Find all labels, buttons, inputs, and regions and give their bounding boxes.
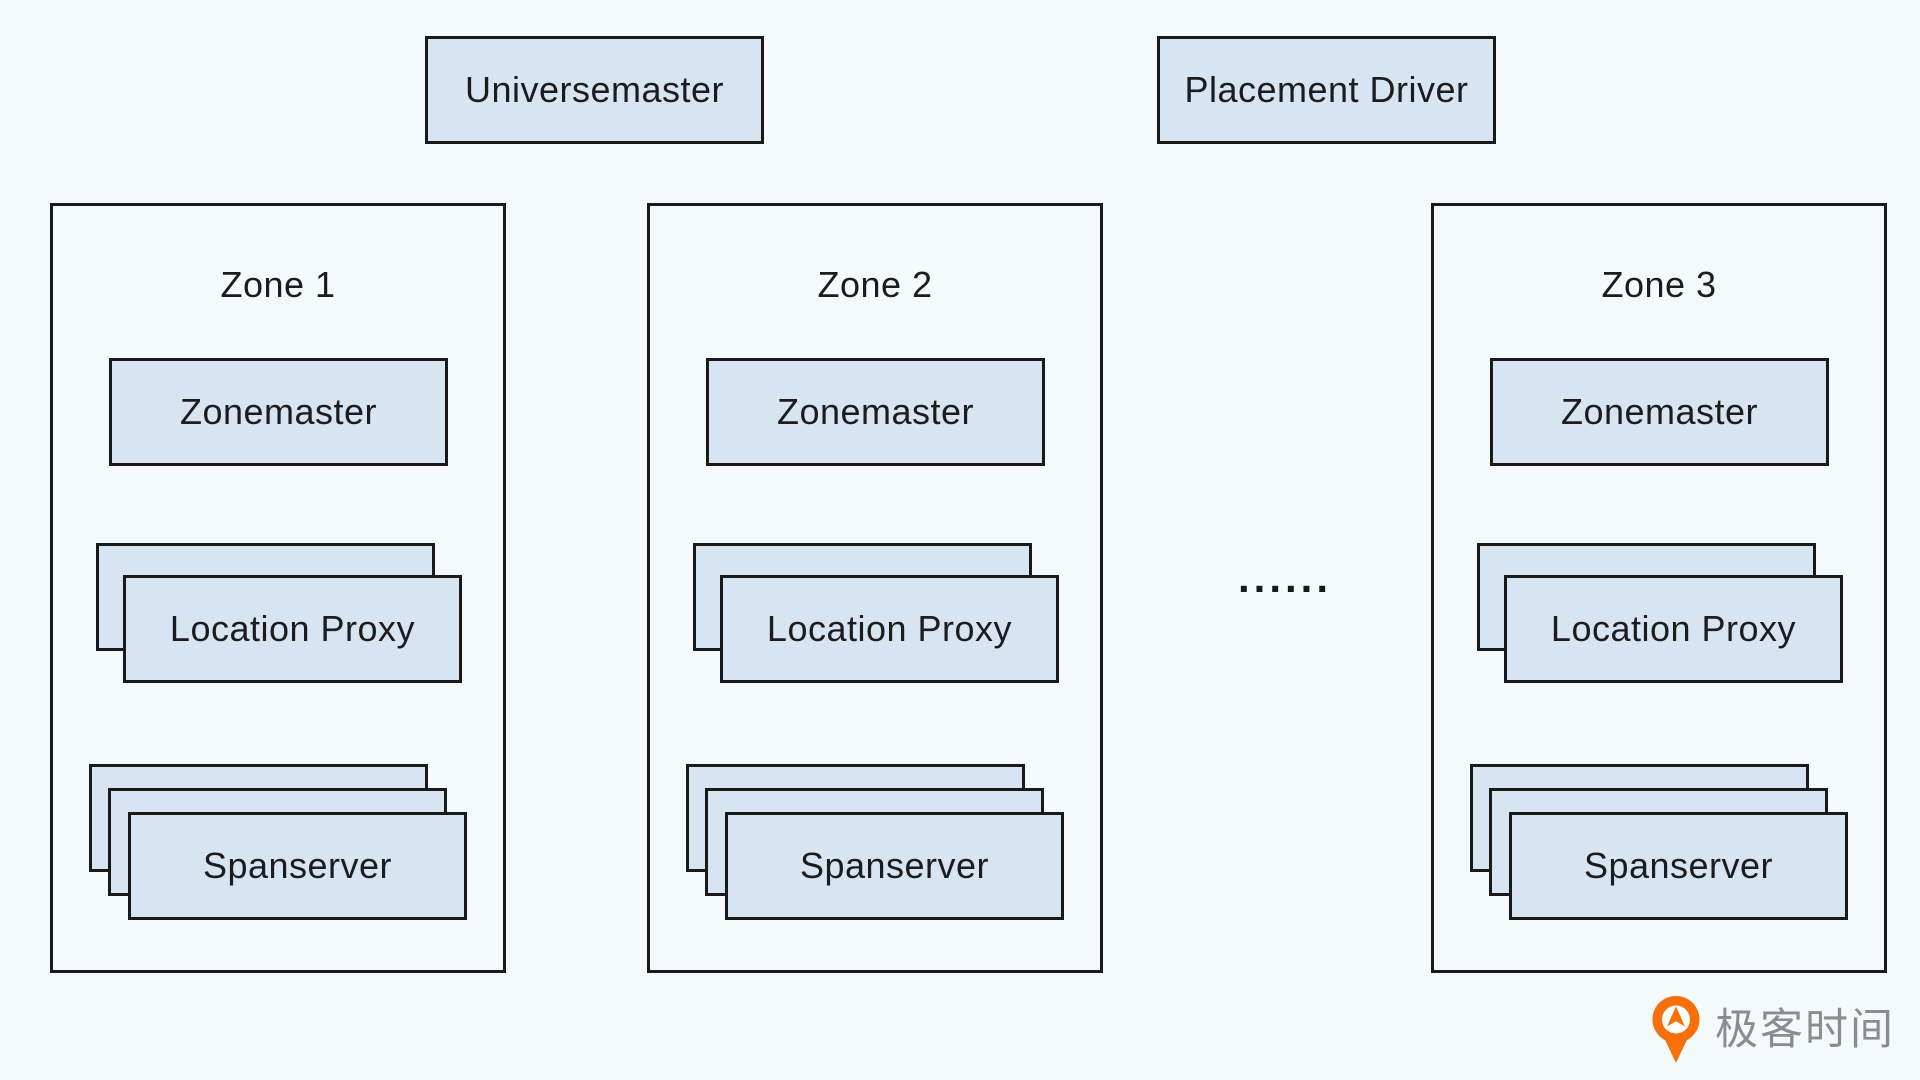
geektime-logo-text: 极客时间 [1715,1005,1895,1054]
universemaster-label: Universemaster [464,69,725,110]
geektime-pin-icon [1652,996,1700,1063]
more-zones-ellipsis: ...... [1237,554,1332,601]
spanserver-box: Spanserver [1509,812,1848,920]
zone-1-container: Zone 1 Zonemaster Location Proxy Spanser… [50,203,506,973]
zone-3-container: Zone 3 Zonemaster Location Proxy Spanser… [1431,203,1887,973]
zonemaster-label: Zonemaster [1560,391,1759,432]
zone-title: Zone 1 [220,264,336,305]
spanserver-label: Spanserver [799,845,990,886]
geektime-logo: 极客时间 [1650,995,1895,1065]
zonemaster-box: Zonemaster [706,358,1045,466]
universemaster-box: Universemaster [425,36,764,144]
spanserver-box: Spanserver [725,812,1064,920]
location-proxy-box: Location Proxy [720,575,1059,683]
spanserver-box: Spanserver [128,812,467,920]
location-proxy-box: Location Proxy [123,575,462,683]
location-proxy-box: Location Proxy [1504,575,1843,683]
zone-2-container: Zone 2 Zonemaster Location Proxy Spanser… [647,203,1103,973]
location-proxy-label: Location Proxy [1550,608,1797,649]
location-proxy-label: Location Proxy [169,608,416,649]
zonemaster-label: Zonemaster [776,391,975,432]
zonemaster-label: Zonemaster [179,391,378,432]
location-proxy-label: Location Proxy [766,608,1013,649]
zonemaster-box: Zonemaster [1490,358,1829,466]
placement-driver-label: Placement Driver [1184,69,1469,110]
zone-title: Zone 2 [817,264,933,305]
spanserver-label: Spanserver [202,845,393,886]
zonemaster-box: Zonemaster [109,358,448,466]
zone-title: Zone 3 [1601,264,1717,305]
spanserver-label: Spanserver [1583,845,1774,886]
placement-driver-box: Placement Driver [1157,36,1496,144]
